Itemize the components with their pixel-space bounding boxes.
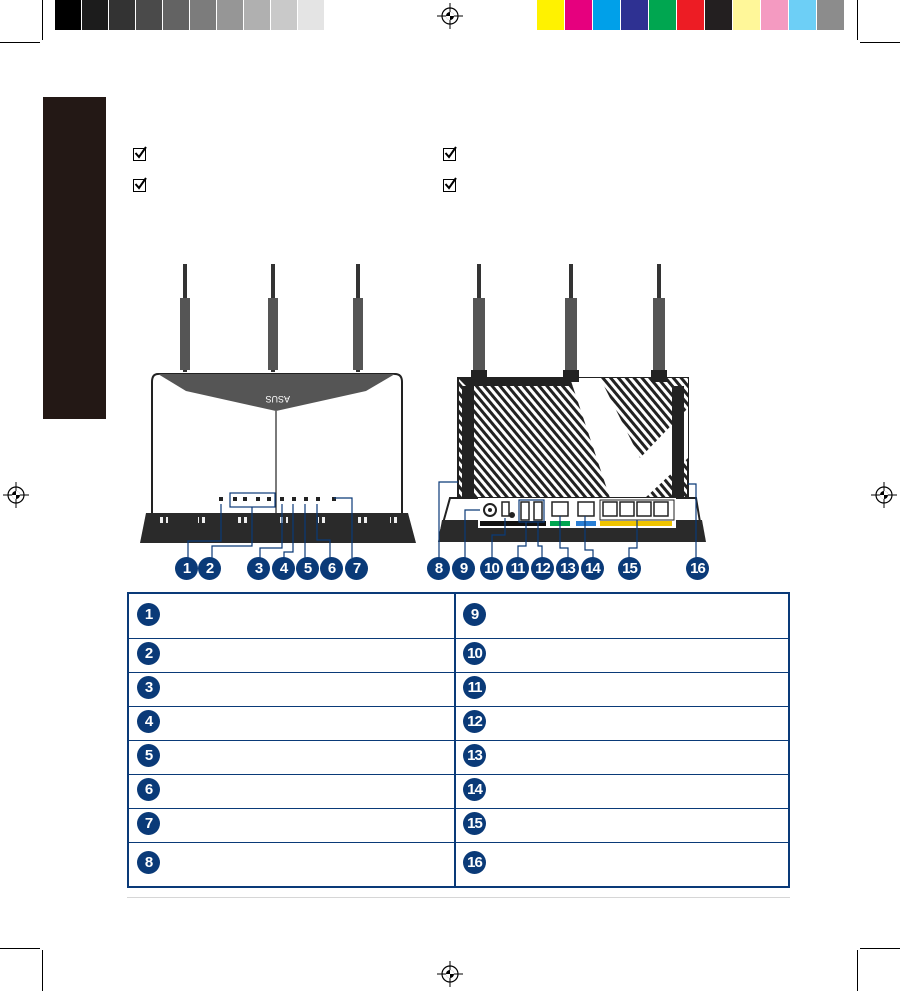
color-swatch: [733, 0, 761, 30]
table-number-badge: 16: [463, 851, 486, 874]
callout-number-badge: 11: [506, 557, 529, 580]
callout-number-badge: 1: [175, 557, 198, 580]
table-number-badge: 2: [137, 642, 160, 665]
usb-port: [533, 501, 543, 521]
color-swatch: [190, 0, 217, 30]
callout-number-badge: 15: [618, 557, 641, 580]
registration-mark-icon: [437, 3, 463, 29]
checkbox-checked-icon: [443, 177, 457, 192]
crop-mark: [0, 948, 40, 949]
table-number-badge: 8: [137, 851, 160, 874]
router-front-view: ASUS: [140, 264, 416, 558]
table-row-divider: [129, 774, 788, 775]
color-calibration-bar: [537, 0, 845, 30]
usb-port: [520, 501, 530, 521]
table-number-badge: 6: [137, 778, 160, 801]
power-switch: [501, 501, 510, 517]
checkbox-checked-icon: [133, 146, 147, 161]
table-row-divider: [129, 808, 788, 809]
callout-number-badge: 12: [531, 557, 554, 580]
callout-number-badge: 6: [320, 557, 343, 580]
lan-port: [636, 501, 652, 517]
language-side-tab: [43, 97, 106, 419]
footer-divider: [127, 897, 790, 898]
table-row-divider: [129, 638, 788, 639]
color-swatch: [565, 0, 593, 30]
color-swatch: [817, 0, 845, 30]
color-swatch: [789, 0, 817, 30]
checkbox-checked-icon: [133, 177, 147, 192]
color-swatch: [217, 0, 244, 30]
table-row-divider: [129, 706, 788, 707]
callout-number-badge: 2: [198, 557, 221, 580]
color-swatch: [55, 0, 82, 30]
callout-number-badge: 14: [581, 557, 604, 580]
color-swatch: [621, 0, 649, 30]
callout-number-badge: 3: [247, 557, 270, 580]
table-number-badge: 9: [463, 603, 486, 626]
component-table: 1 9 2 10 3 11 4 12 5 13 6 14 7 15 8 16: [127, 592, 790, 888]
table-number-badge: 5: [137, 744, 160, 767]
registration-mark-icon: [871, 482, 897, 508]
crop-mark: [42, 0, 43, 40]
router-back-view: [438, 264, 706, 558]
callout-number-badge: 16: [686, 557, 709, 580]
table-number-badge: 4: [137, 710, 160, 733]
callout-number-badge: 8: [427, 557, 450, 580]
color-swatch: [136, 0, 163, 30]
crop-mark: [857, 950, 858, 991]
callout-number-badge: 5: [296, 557, 319, 580]
color-swatch: [761, 0, 789, 30]
table-number-badge: 15: [463, 812, 486, 835]
color-swatch: [163, 0, 190, 30]
power-port: [483, 503, 497, 517]
table-row-divider: [129, 672, 788, 673]
grayscale-calibration-bar: [55, 0, 352, 30]
checkbox-checked-icon: [443, 146, 457, 161]
table-number-badge: 12: [463, 710, 486, 733]
color-swatch: [82, 0, 109, 30]
table-number-badge: 13: [463, 744, 486, 767]
crop-mark: [0, 42, 40, 43]
registration-mark-icon: [437, 961, 463, 987]
lan-port: [577, 501, 595, 517]
registration-mark-icon: [3, 482, 29, 508]
svg-text:ASUS: ASUS: [265, 394, 290, 404]
callout-number-badge: 7: [345, 557, 368, 580]
color-swatch: [537, 0, 565, 30]
color-swatch: [271, 0, 298, 30]
color-swatch: [593, 0, 621, 30]
table-row-divider: [129, 842, 788, 843]
reset-button: [509, 512, 515, 518]
table-number-badge: 1: [137, 603, 160, 626]
router-illustration: ASUS: [140, 264, 706, 558]
table-number-badge: 10: [463, 642, 486, 665]
color-swatch: [649, 0, 677, 30]
crop-mark: [860, 948, 900, 949]
callout-number-badge: 9: [452, 557, 475, 580]
crop-mark: [860, 42, 900, 43]
color-swatch: [677, 0, 705, 30]
color-swatch: [298, 0, 325, 30]
crop-mark: [42, 950, 43, 991]
color-swatch: [109, 0, 136, 30]
color-swatch: [325, 0, 352, 30]
table-number-badge: 7: [137, 812, 160, 835]
table-number-badge: 3: [137, 676, 160, 699]
table-number-badge: 11: [463, 676, 486, 699]
lan-port: [619, 501, 635, 517]
lan-port: [653, 501, 669, 517]
crop-mark: [857, 0, 858, 40]
table-row-divider: [129, 740, 788, 741]
callout-number-badge: 10: [480, 557, 503, 580]
callout-number-badge: 13: [556, 557, 579, 580]
color-swatch: [244, 0, 271, 30]
table-number-badge: 14: [463, 778, 486, 801]
callout-number-badge: 4: [272, 557, 295, 580]
lan-port: [602, 501, 618, 517]
color-swatch: [705, 0, 733, 30]
